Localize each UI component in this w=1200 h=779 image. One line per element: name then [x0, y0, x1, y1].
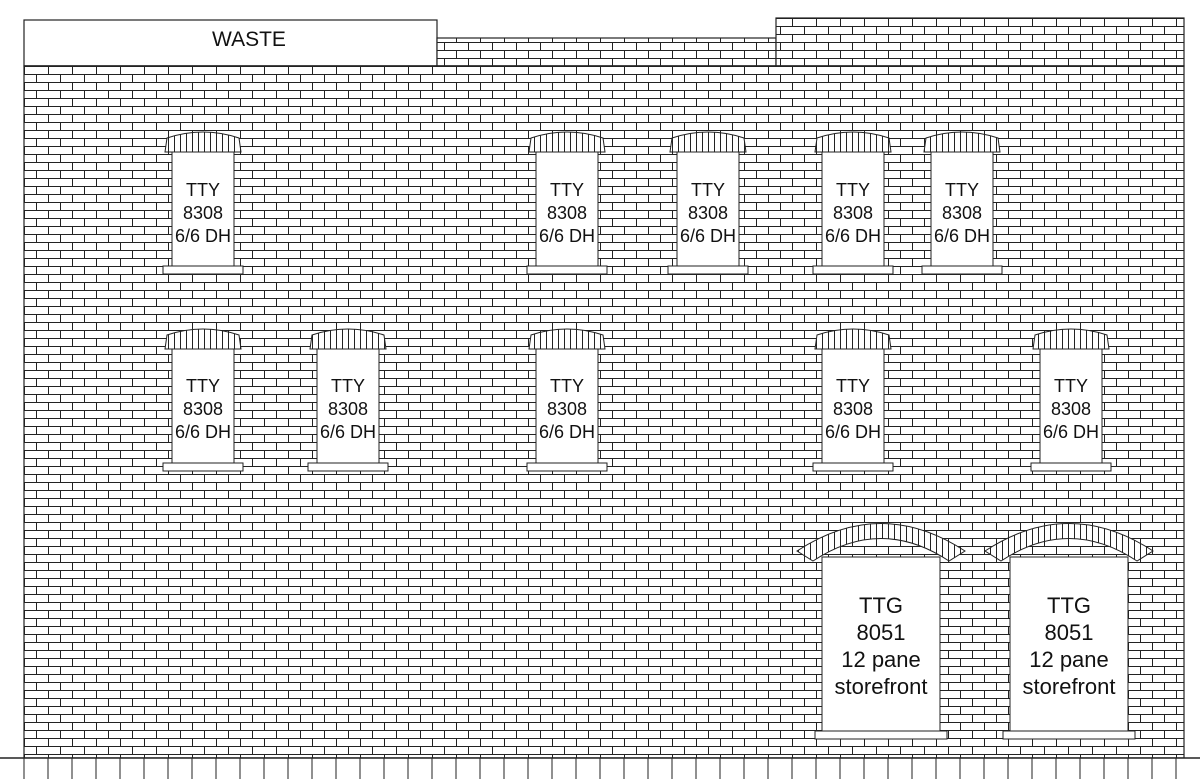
window-sill [526, 265, 608, 275]
waste-label: WASTE [212, 28, 286, 51]
window-arch [923, 131, 1001, 153]
window-opening [676, 151, 740, 267]
window-label-line3: 6/6 DH [175, 422, 231, 442]
window-sill [307, 462, 389, 472]
middle-floor-windows: TTY 8308 6/6 DH TTY 8308 6/6 DH TTY 8308… [162, 328, 1112, 472]
window-sill [812, 462, 894, 472]
window-opening [821, 348, 885, 464]
window-opening [171, 348, 235, 464]
window-arch [814, 131, 892, 153]
window-label-line2: 8308 [833, 203, 873, 223]
window-arch [1032, 328, 1110, 350]
window-arch [528, 131, 606, 153]
window-label-line2: 8308 [183, 203, 223, 223]
window-label-line2: 8308 [688, 203, 728, 223]
window-label-line2: 8308 [547, 203, 587, 223]
parapet [23, 17, 1185, 67]
window-arch [814, 328, 892, 350]
upper-floor-windows: TTY 8308 6/6 DH TTY 8308 6/6 DH TTY 8308… [162, 131, 1003, 275]
window-label-line3: 6/6 DH [539, 422, 595, 442]
window-label-line3: 6/6 DH [320, 422, 376, 442]
storefront-1: TTG 8051 12 pane storefront [796, 523, 966, 740]
storefront-arch [984, 523, 1154, 562]
window-label-line3: 6/6 DH [934, 226, 990, 246]
window-label-line1: TTY [186, 180, 220, 200]
window-sill [921, 265, 1003, 275]
window-upper-3: TTY 8308 6/6 DH [667, 131, 749, 275]
window-label-line3: 6/6 DH [539, 226, 595, 246]
window-label-line1: TTY [550, 180, 584, 200]
window-label-line2: 8308 [942, 203, 982, 223]
window-label-line1: TTY [331, 376, 365, 396]
storefront-2: TTG 8051 12 pane storefront [984, 523, 1154, 740]
storefront-arch [796, 523, 966, 562]
window-opening [316, 348, 380, 464]
window-label-line2: 8308 [1051, 399, 1091, 419]
storefront-opening [821, 556, 941, 732]
window-opening [1039, 348, 1103, 464]
window-sill [1030, 462, 1112, 472]
window-label-line2: 8308 [547, 399, 587, 419]
storefront-label-line1: TTG [1047, 593, 1091, 618]
window-opening [535, 348, 599, 464]
window-label-line1: TTY [836, 180, 870, 200]
foundation-band [0, 757, 1200, 779]
window-label-line3: 6/6 DH [680, 226, 736, 246]
window-label-line3: 6/6 DH [825, 226, 881, 246]
storefront-label-line2: 8051 [857, 620, 906, 645]
window-label-line3: 6/6 DH [1043, 422, 1099, 442]
storefront-label-line1: TTG [859, 593, 903, 618]
storefront-sill [1002, 730, 1136, 740]
window-sill [162, 462, 244, 472]
window-label-line2: 8308 [183, 399, 223, 419]
window-opening [930, 151, 994, 267]
storefront-label-line4: storefront [1023, 674, 1116, 699]
window-upper-2: TTY 8308 6/6 DH [526, 131, 608, 275]
window-opening [821, 151, 885, 267]
window-sill [526, 462, 608, 472]
foundation-ticks [23, 758, 1177, 779]
window-arch [669, 131, 747, 153]
storefront-label-line3: 12 pane [1029, 647, 1109, 672]
window-arch [164, 131, 242, 153]
window-arch [528, 328, 606, 350]
storefronts: TTG 8051 12 pane storefront TTG 8051 12 … [796, 523, 1154, 740]
storefront-opening [1009, 556, 1129, 732]
window-label-line3: 6/6 DH [175, 226, 231, 246]
window-middle-4: TTY 8308 6/6 DH [812, 328, 894, 472]
window-label-line3: 6/6 DH [825, 422, 881, 442]
window-label-line1: TTY [836, 376, 870, 396]
window-opening [171, 151, 235, 267]
window-middle-2: TTY 8308 6/6 DH [307, 328, 389, 472]
window-middle-1: TTY 8308 6/6 DH [162, 328, 244, 472]
window-arch [164, 328, 242, 350]
window-arch [309, 328, 387, 350]
window-label-line1: TTY [1054, 376, 1088, 396]
window-upper-4: TTY 8308 6/6 DH [812, 131, 894, 275]
window-upper-1: TTY 8308 6/6 DH [162, 131, 244, 275]
storefront-label-line2: 8051 [1045, 620, 1094, 645]
window-sill [162, 265, 244, 275]
window-label-line1: TTY [945, 180, 979, 200]
window-label-line2: 8308 [833, 399, 873, 419]
window-middle-3: TTY 8308 6/6 DH [526, 328, 608, 472]
window-sill [812, 265, 894, 275]
window-label-line2: 8308 [328, 399, 368, 419]
storefront-sill [814, 730, 948, 740]
window-middle-5: TTY 8308 6/6 DH [1030, 328, 1112, 472]
window-sill [667, 265, 749, 275]
window-upper-5: TTY 8308 6/6 DH [921, 131, 1003, 275]
storefront-label-line3: 12 pane [841, 647, 921, 672]
storefront-label-line4: storefront [835, 674, 928, 699]
window-label-line1: TTY [550, 376, 584, 396]
window-label-line1: TTY [186, 376, 220, 396]
window-label-line1: TTY [691, 180, 725, 200]
